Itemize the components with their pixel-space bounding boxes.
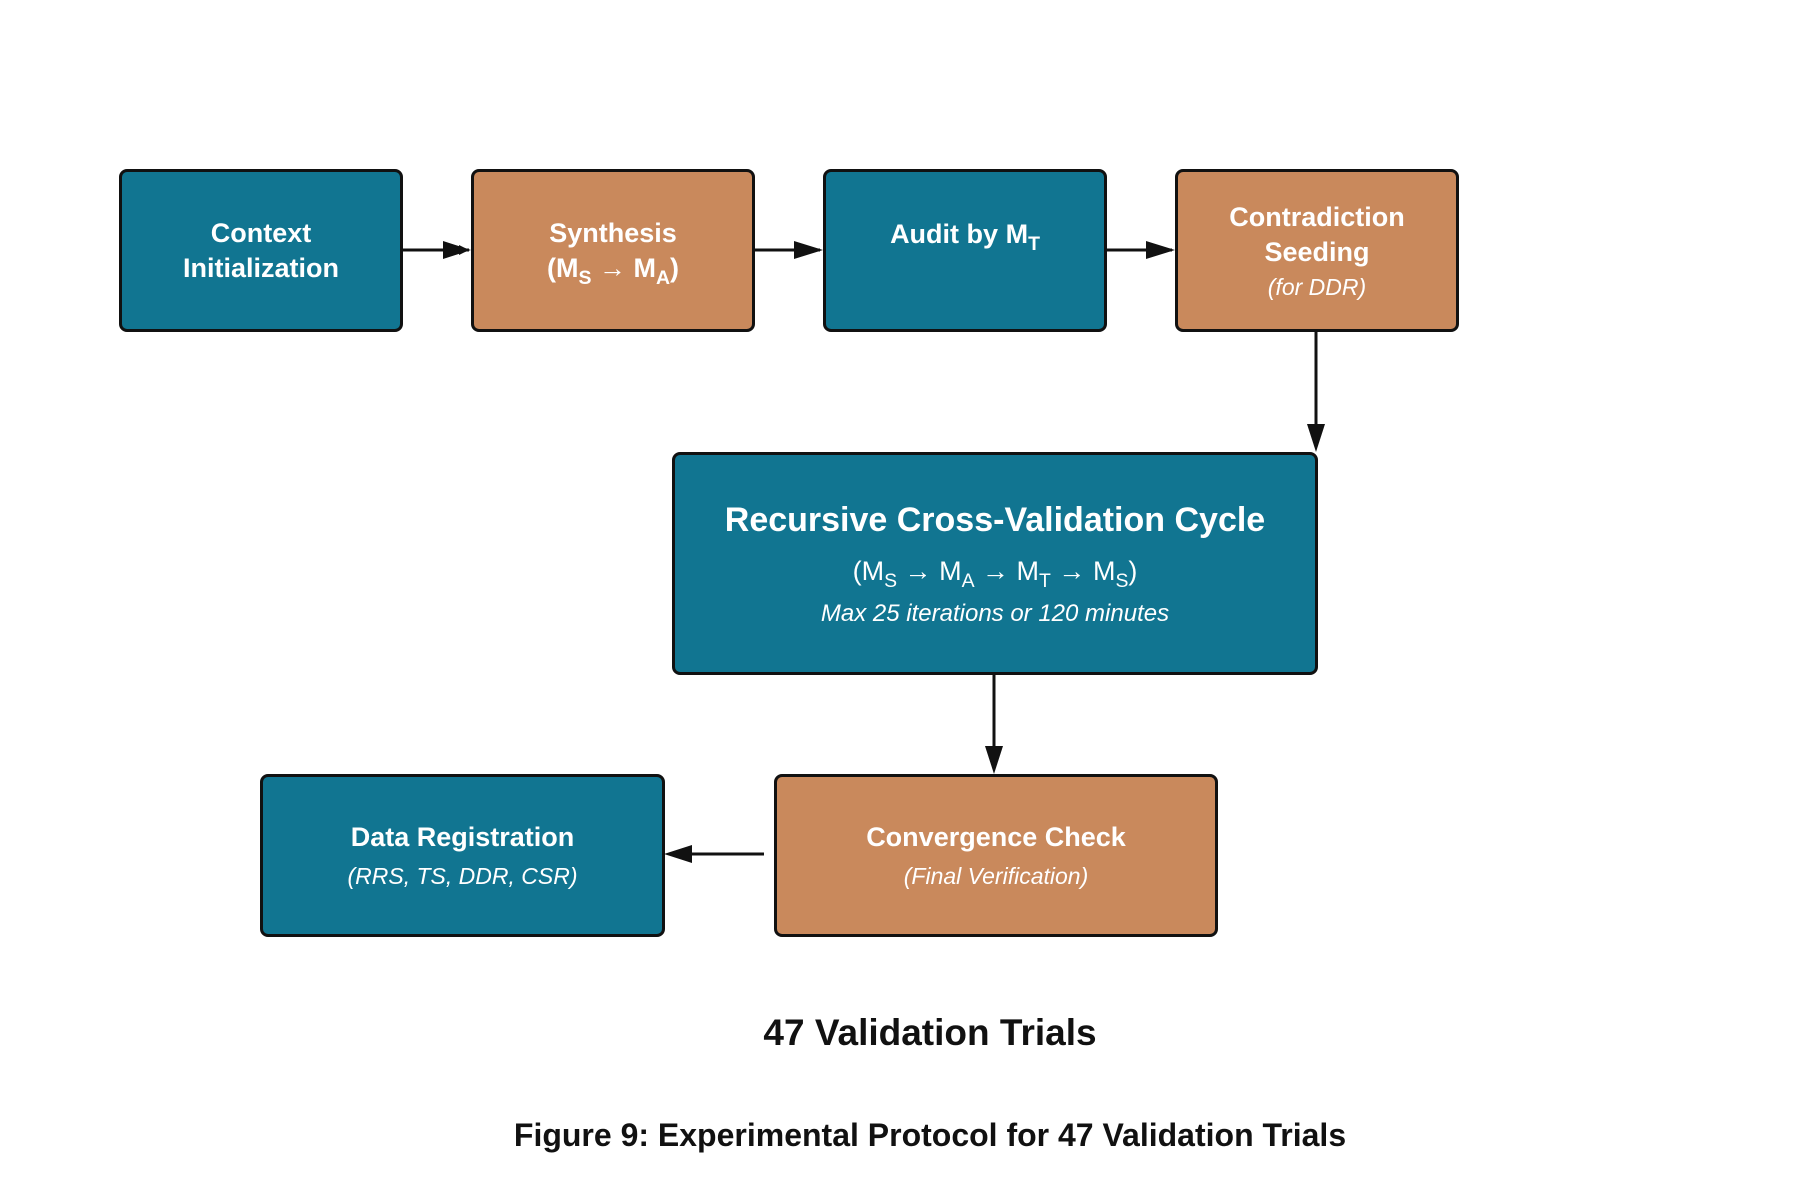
contradiction-seeding-node: Contradiction Seeding (for DDR) (1175, 169, 1459, 332)
recursive-cycle-node: Recursive Cross-Validation Cycle (MS → M… (672, 452, 1318, 675)
cycle-title: Recursive Cross-Validation Cycle (724, 500, 1266, 539)
convergence-check-node: Convergence Check (Final Verification) (774, 774, 1218, 937)
audit-node: Audit by MT (823, 169, 1107, 332)
arrowhead-context-to-synthesis (443, 241, 471, 259)
contradiction-note: (for DDR) (1267, 273, 1367, 300)
data-registration-node: Data Registration (RRS, TS, DDR, CSR) (260, 774, 665, 937)
synthesis-title: Synthesis (549, 217, 677, 248)
figure-caption: Figure 9: Experimental Protocol for 47 V… (513, 1117, 1347, 1153)
arrowhead-convergence-to-registration (664, 845, 692, 863)
context-initialization-node: Context Initialization (119, 169, 403, 332)
context-line2: Initialization (182, 252, 339, 283)
arrowhead-contradiction-to-cycle (1307, 424, 1325, 452)
synthesis-formula: (MS → MA) (546, 252, 680, 289)
arrowhead-cycle-to-convergence (985, 746, 1003, 774)
synthesis-node: Synthesis (MS → MA) (471, 169, 755, 332)
registration-note: (RRS, TS, DDR, CSR) (347, 863, 578, 889)
trials-label: 47 Validation Trials (763, 1012, 1097, 1053)
convergence-title: Convergence Check (866, 822, 1126, 852)
contradiction-line2: Seeding (1264, 236, 1370, 267)
audit-title: Audit by MT (890, 219, 1040, 255)
arrowhead-audit-to-contradiction (1146, 241, 1175, 259)
arrowhead-synthesis-to-audit (794, 241, 823, 259)
cycle-note: Max 25 iterations or 120 minutes (820, 599, 1170, 627)
context-line1: Context (210, 217, 312, 248)
contradiction-line1: Contradiction (1229, 201, 1405, 232)
cycle-formula: (MS → MA → MT → MS) (852, 555, 1138, 592)
registration-title: Data Registration (350, 822, 575, 852)
convergence-note: (Final Verification) (903, 863, 1089, 889)
